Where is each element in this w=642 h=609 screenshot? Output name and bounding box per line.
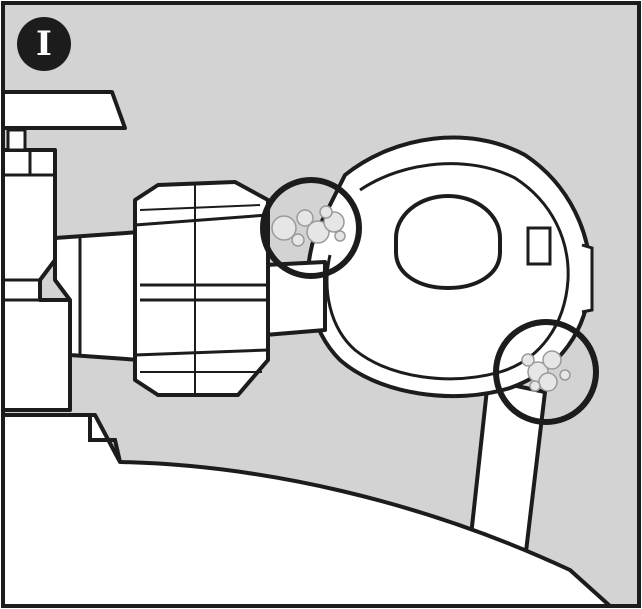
- leak-bubbles-connector: [260, 177, 362, 279]
- cylinder-collar: [3, 413, 122, 463]
- gas-cylinder: [1, 413, 612, 608]
- leak-bubbles-regulator: [493, 319, 599, 425]
- valve-handwheel: [1, 90, 127, 130]
- step-label: I: [36, 24, 52, 64]
- cylinder-valve: [1, 128, 72, 412]
- step-badge: I: [17, 17, 71, 71]
- connection-nut: [133, 180, 270, 397]
